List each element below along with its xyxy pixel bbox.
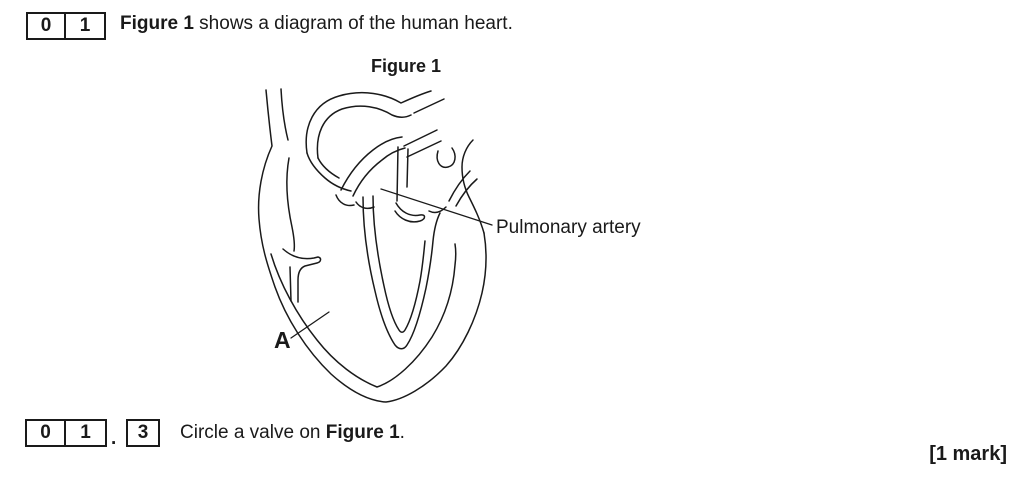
- pulmonary-trunk-a: [340, 136, 403, 191]
- subquestion-part-box: 3: [126, 419, 160, 447]
- pulmonary-branch-b: [406, 140, 442, 158]
- heart-outline: [257, 88, 487, 403]
- figure-reference: Figure 1: [325, 422, 400, 443]
- pulmonary-branch-a: [403, 129, 438, 147]
- question-number-cell: 1: [66, 12, 106, 40]
- prompt-text: Circle a valve on: [180, 422, 326, 443]
- aorta-outer: [305, 90, 432, 154]
- intro-text: shows a diagram of the human heart.: [193, 13, 513, 34]
- mitral-valve: [394, 202, 426, 223]
- heart-inner-wall: [270, 243, 457, 388]
- pulmonary-branch-hook: [436, 147, 456, 169]
- vena-cava-inner-line: [280, 88, 289, 141]
- left-atrium-wall-inner: [406, 148, 409, 188]
- aorta-branch-tip: [413, 98, 445, 114]
- question-number-box: 0 1: [26, 12, 106, 40]
- aorta-inner: [316, 105, 412, 159]
- pulmonary-vein-a: [448, 170, 471, 202]
- subquestion-number-cell: 0: [25, 419, 66, 447]
- figure-reference: Figure 1: [120, 13, 194, 34]
- subquestion-part-cell: 3: [126, 419, 160, 447]
- question-number-cell: 0: [26, 12, 66, 40]
- question-intro: Figure 1 shows a diagram of the human he…: [120, 13, 513, 35]
- part-a-label: A: [274, 327, 291, 353]
- septum-inner-line: [372, 195, 426, 333]
- left-atrium-wall: [396, 146, 399, 202]
- aorta-root-inner: [317, 157, 340, 179]
- pulmonary-artery-leader-line: [380, 188, 493, 226]
- heart-outer-wall: [257, 89, 487, 403]
- right-vessels: [461, 139, 485, 234]
- figure-caption: Figure 1: [370, 56, 441, 76]
- semilunar-valve-cusp-a: [335, 194, 355, 207]
- aorta-root-outer: [306, 152, 352, 192]
- pulmonary-trunk-b: [352, 147, 406, 197]
- subquestion-number-cell: 1: [66, 419, 107, 447]
- right-atrium-wall: [286, 157, 296, 252]
- subquestion-separator: .: [111, 428, 117, 449]
- mitral-valve-flap: [428, 206, 447, 214]
- tricuspid-valve: [282, 248, 322, 303]
- pulmonary-artery-label: Pulmonary artery: [496, 217, 641, 238]
- marks-label: [1 mark]: [929, 443, 1007, 465]
- prompt-period: .: [399, 422, 405, 443]
- subquestion-number-box: 0 1: [25, 419, 107, 447]
- part-a-leader-line: [290, 311, 330, 339]
- tricuspid-valve-cord: [289, 266, 292, 302]
- subquestion-prompt: Circle a valve on Figure 1.: [180, 422, 405, 444]
- septum-outer-line: [362, 196, 441, 350]
- semilunar-valve-cusp-b: [355, 201, 375, 210]
